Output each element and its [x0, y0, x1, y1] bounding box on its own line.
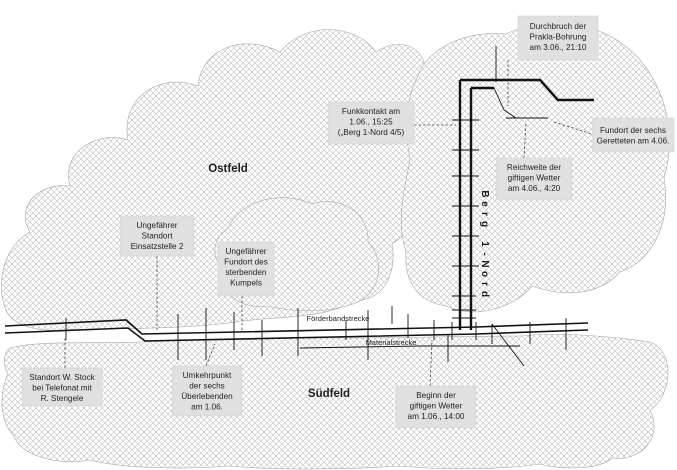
berg-1-nord-char: B: [479, 190, 490, 197]
callout-umkehrpunkt-line: Umkehrpunkt: [183, 371, 232, 380]
callout-funkkontakt-line: 1.06., 15:25: [349, 118, 393, 127]
berg-1-nord-char: g: [479, 221, 490, 227]
callout-umkehrpunkt-box: [171, 365, 243, 417]
shaft-ticks: [452, 46, 497, 267]
foerderbandstrecke-tunnel: [4, 319, 589, 342]
berg-1-nord-char: N: [479, 260, 490, 267]
berg-1-nord-char: r: [479, 212, 490, 216]
callout-funkkontakt-line: Funkkontakt am: [342, 107, 400, 116]
berg-1-nord-char: e: [479, 201, 490, 207]
callout-fundort-kumpel-line: sterbenden: [226, 268, 267, 277]
berg-1-nord-char: r: [479, 282, 490, 286]
crosscut-ticks: [65, 306, 567, 362]
callout-einsatzstelle-line: Ungefährer: [137, 221, 178, 230]
callout-reichweite-line: giftigen Wetter: [508, 174, 561, 183]
callout-umkehrpunkt-line: der sechs: [189, 382, 225, 391]
callout-beginn-line: giftigen Wetter: [410, 402, 463, 411]
berg-1-nord-char: o: [479, 271, 490, 277]
callout-funkkontakt: Funkkontakt am 1.06., 15:25(„Berg 1-Nord …: [338, 107, 405, 137]
callout-umkehrpunkt-line: Überlebenden: [181, 391, 233, 401]
callout-stock-line: bei Telefonat mit: [32, 384, 92, 393]
berg-1-nord-shaft: [458, 78, 594, 330]
callout-durchbruch-line: am 3.06., 21:10: [530, 43, 587, 52]
callout-reichweite-line: Reichweite der: [507, 163, 561, 172]
callout-beginn-line: am 1.06., 14:00: [408, 412, 465, 421]
diagonal-branch: [491, 323, 525, 367]
callout-fundort-kumpel-line: Ungefährer: [226, 247, 267, 256]
callout-funkkontakt-line: („Berg 1-Nord 4/5): [338, 128, 405, 137]
shaft-base: [451, 295, 477, 340]
callout-fundort-sechs-line: Fundort der sechs: [600, 126, 666, 135]
berg-1-nord-char: -: [479, 252, 490, 255]
berg-1-nord-char: 1: [479, 241, 490, 247]
callout-fundort-sechs-line: Geretteten am 4.06.: [597, 137, 670, 146]
callout-umkehrpunkt-line: am 1.06.: [191, 403, 223, 412]
ostfeld-label: Ostfeld: [208, 163, 248, 175]
callout-reichweite-box: [495, 157, 573, 201]
suedfeld-region: [1, 334, 669, 470]
leader-lines: [64, 60, 593, 387]
callout-fundort-kumpel-line: Fundort des: [224, 258, 268, 267]
callout-fundort-kumpel-line: Kumpels: [230, 279, 262, 288]
materialstrecke-label: Materialstrecke: [366, 338, 417, 347]
callout-funkkontakt-box: [327, 101, 415, 145]
callout-stock-line: R. Stengele: [41, 394, 84, 403]
callout-stock-line: Standort W. Stock: [29, 373, 95, 382]
callout-einsatzstelle-line: Standort: [142, 232, 174, 241]
callout-fundort-kumpel-box: [217, 241, 275, 297]
materialstrecke-tunnel: [299, 345, 520, 349]
callout-stock-box: [21, 367, 103, 407]
suedfeld-label: Südfeld: [308, 388, 350, 400]
berg-1-nord-label: Be r g 1 - No r d: [479, 190, 490, 297]
callout-einsatzstelle-box: [119, 215, 195, 257]
callout-durchbruch-line: Durchbruch der: [530, 22, 587, 31]
foerderbandstrecke-label: Förderbandstrecke: [307, 314, 370, 323]
callout-fundort-sechs-box: [591, 117, 675, 153]
callout-durchbruch-box: [517, 15, 599, 61]
callout-beginn-line: Beginn der: [416, 391, 456, 400]
berg-1-nord-char: d: [479, 291, 490, 297]
callout-durchbruch-line: Prakla-Bohrung: [530, 33, 587, 42]
callout-beginn-box: [395, 385, 477, 429]
callout-einsatzstelle-line: Einsatzstelle 2: [131, 242, 184, 251]
callout-reichweite-line: am 4.06., 4:20: [508, 184, 561, 193]
prakla-branch: [493, 87, 517, 119]
